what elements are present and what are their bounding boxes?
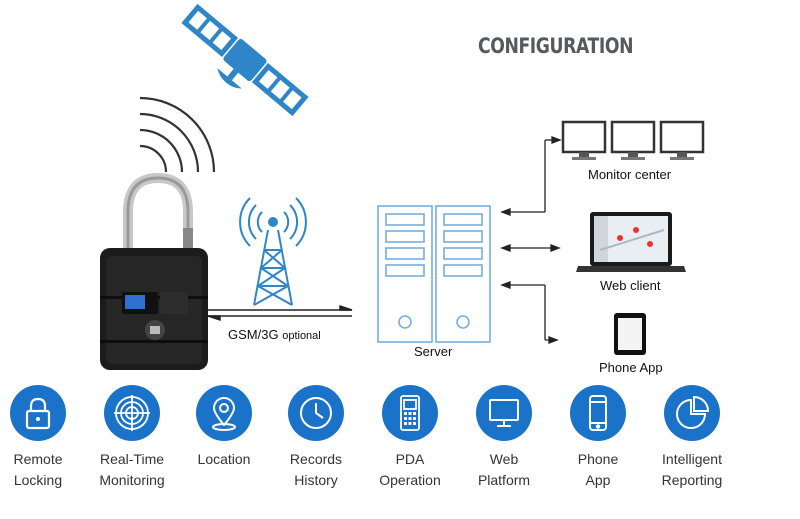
pda-icon	[400, 395, 420, 431]
feature-remote-locking: Remote Locking	[0, 385, 86, 491]
smart-padlock	[100, 172, 208, 370]
phone-icon	[589, 395, 607, 431]
gsm-link-label: GSM/3G optional	[228, 327, 321, 342]
feature-web-platform: Web Platform	[456, 385, 552, 491]
feature-phone-app: Phone App	[550, 385, 646, 491]
feature-label: Remote Locking	[13, 451, 63, 488]
satellite-icon	[181, 3, 309, 117]
feature-label: PDA Operation	[379, 451, 441, 488]
server-label: Server	[414, 344, 453, 359]
feature-real-time-monitoring: Real-Time Monitoring	[84, 385, 180, 491]
signal-waves-icon	[139, 96, 216, 173]
feature-label: Real-Time Monitoring	[99, 451, 165, 488]
page-title: CONFIGURATION	[478, 34, 634, 58]
web-client-label: Web client	[600, 278, 661, 293]
gsm-link-arrows	[207, 304, 353, 322]
location-pin-icon	[212, 397, 236, 431]
monitor-center-label: Monitor center	[588, 167, 672, 182]
laptop-icon	[576, 212, 686, 272]
gsm-label: GSM/3G	[228, 327, 279, 342]
feature-label: Records History	[289, 451, 343, 488]
pie-chart-icon	[676, 395, 710, 429]
server-icon	[377, 205, 491, 343]
feature-label: Web Platform	[477, 451, 531, 488]
feature-location: Location	[176, 385, 272, 470]
feature-intelligent-reporting: Intelligent Reporting	[644, 385, 740, 491]
phone-app-label: Phone App	[599, 360, 663, 375]
feature-label: Intelligent Reporting	[661, 451, 723, 488]
radar-icon	[114, 395, 150, 431]
feature-label: Phone App	[577, 451, 619, 488]
monitor-icon	[489, 399, 519, 427]
cell-tower-icon	[239, 197, 307, 306]
feature-label: Location	[197, 451, 251, 467]
feature-records-history: Records History	[268, 385, 364, 491]
tablet-phone-icon	[614, 313, 646, 355]
gsm-optional-note: optional	[282, 330, 321, 342]
clock-icon	[300, 397, 332, 429]
feature-pda-operation: PDA Operation	[362, 385, 458, 491]
lock-icon	[25, 397, 51, 430]
monitor-center-icon	[561, 120, 705, 160]
server-connectors	[500, 136, 562, 344]
